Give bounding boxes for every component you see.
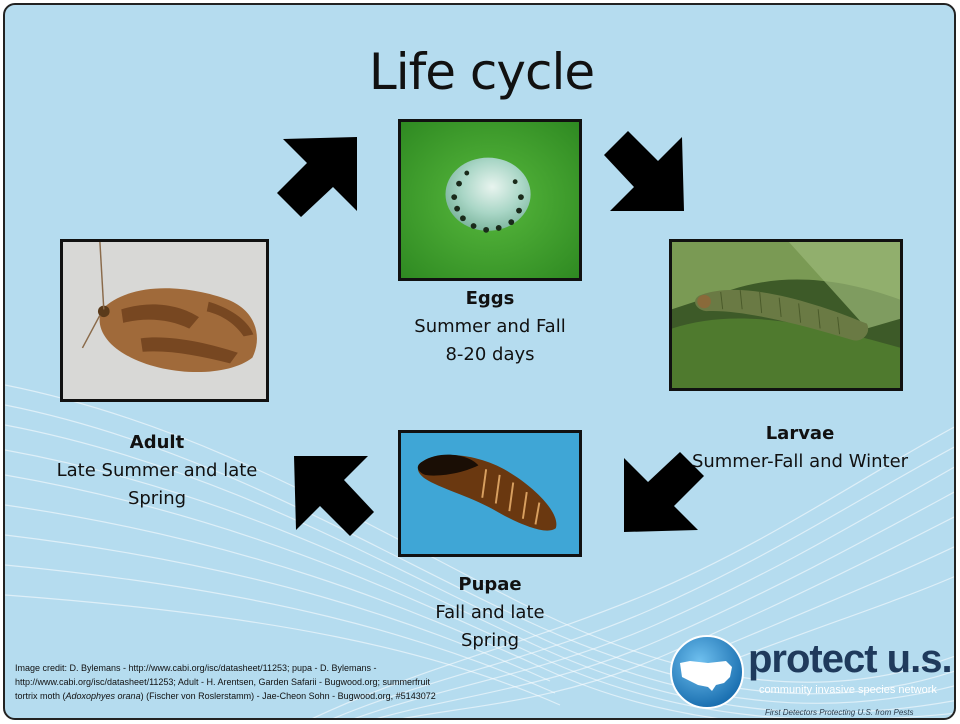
arrow-pupae-to-adult-icon: [290, 452, 374, 536]
arrow-eggs-to-larvae-icon: [604, 131, 688, 215]
eggs-duration: 8-20 days: [365, 341, 615, 369]
page-title: Life cycle: [5, 43, 956, 101]
eggs-season: Summer and Fall: [365, 313, 615, 341]
image-credit: Image credit: D. Bylemans - http://www.c…: [15, 661, 515, 703]
adult-season-cont: Spring: [37, 485, 277, 513]
credit-line-3: tortrix moth (Adoxophyes orana) (Fischer…: [15, 689, 515, 703]
eggs-photo: [398, 119, 582, 281]
pupae-season-cont: Spring: [385, 627, 595, 655]
arrow-larvae-to-pupae-icon: [620, 452, 704, 536]
larvae-photo: [669, 239, 903, 391]
pupae-season: Fall and late: [385, 599, 595, 627]
protect-us-logo: protect u.s. community invasive species …: [668, 633, 956, 718]
logo-name: protect u.s.: [748, 637, 952, 682]
eggs-stage: Eggs Summer and Fall 8-20 days: [365, 285, 615, 369]
adult-season: Late Summer and late: [37, 457, 277, 485]
larvae-label: Larvae: [665, 420, 935, 448]
eggs-label: Eggs: [365, 285, 615, 313]
us-map-globe-icon: [668, 633, 746, 711]
pupae-stage: Pupae Fall and late Spring: [385, 571, 595, 655]
credit-line-1: Image credit: D. Bylemans - http://www.c…: [15, 661, 515, 675]
pupae-photo: [398, 430, 582, 557]
pupae-label: Pupae: [385, 571, 595, 599]
adult-label: Adult: [37, 429, 277, 457]
logo-subtitle: community invasive species network: [759, 684, 937, 696]
species-name: Adoxophyes orana: [66, 691, 141, 701]
arrow-adult-to-eggs-icon: [277, 133, 361, 217]
slide: Life cycle: [3, 3, 956, 720]
adult-photo: [60, 239, 269, 402]
logo-tagline: First Detectors Protecting U.S. from Pes…: [765, 708, 913, 717]
credit-line-2: http://www.cabi.org/isc/datasheet/11253;…: [15, 675, 515, 689]
larvae-stage: Larvae Summer-Fall and Winter: [665, 420, 935, 476]
adult-stage: Adult Late Summer and late Spring: [37, 429, 277, 513]
larvae-season: Summer-Fall and Winter: [665, 448, 935, 476]
